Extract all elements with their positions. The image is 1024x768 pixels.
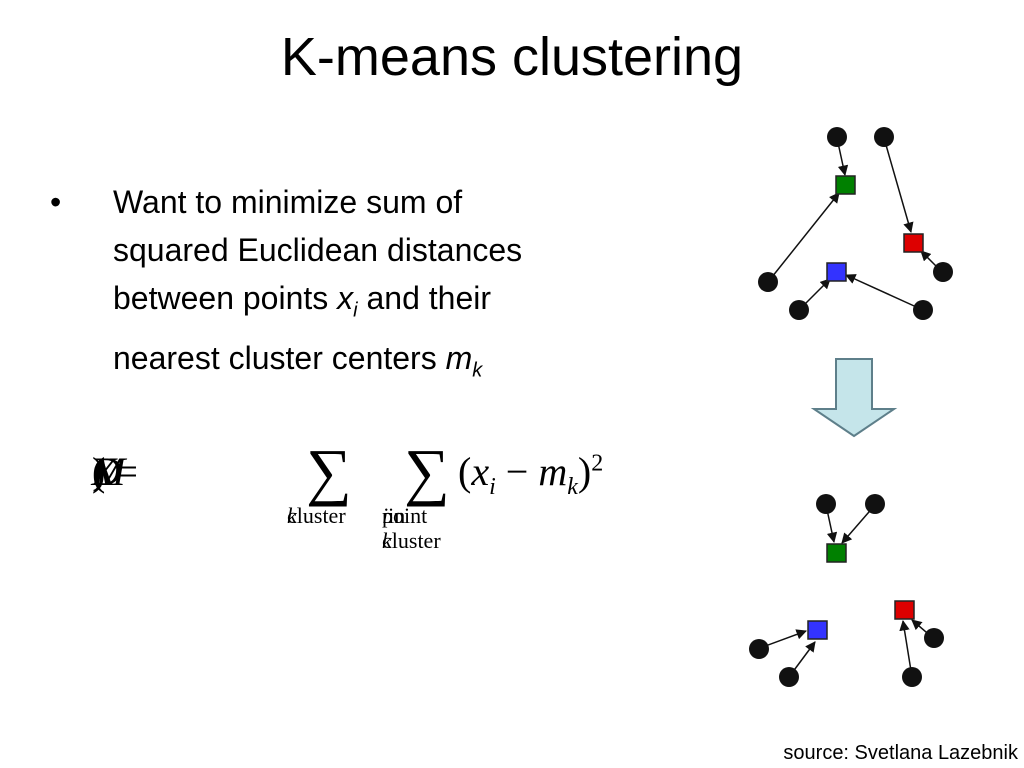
bullet-text: Want to minimize sum of squared Euclidea… bbox=[113, 178, 613, 395]
assign-line bbox=[845, 274, 924, 311]
sub-k: k bbox=[472, 359, 483, 382]
sum-symbol-clusters: ∑ bbox=[306, 436, 352, 507]
sum-symbol-points: ∑ bbox=[404, 436, 450, 507]
bullet-line-1: Want to minimize sum of bbox=[113, 184, 463, 220]
slide-title: K-means clustering bbox=[280, 27, 744, 87]
data-point bbox=[789, 300, 809, 320]
bullet-line-2: squared Euclidean distances bbox=[113, 232, 523, 268]
red-center bbox=[894, 600, 915, 620]
data-point bbox=[874, 127, 894, 147]
assign-line bbox=[767, 192, 840, 283]
down-arrow-icon bbox=[810, 358, 898, 438]
assign-line bbox=[883, 137, 914, 234]
bullet-line-4: nearest cluster centers mk bbox=[113, 334, 613, 394]
red-center bbox=[903, 233, 924, 253]
sum1-subscript: cluster k bbox=[287, 503, 346, 528]
sub-i: i bbox=[353, 299, 358, 322]
assignment-lines-after bbox=[759, 504, 934, 678]
cluster-centers-after bbox=[807, 543, 915, 640]
formula-term: (xi − mk)2 bbox=[458, 449, 604, 500]
bullet-symbol: • bbox=[50, 184, 62, 220]
var-m: mk bbox=[445, 340, 483, 382]
data-point bbox=[779, 667, 799, 687]
data-point bbox=[865, 494, 885, 514]
data-point bbox=[902, 667, 922, 687]
blue-center bbox=[826, 262, 847, 282]
bullet-line-3: between points xi and their bbox=[113, 274, 613, 334]
green-center bbox=[826, 543, 847, 563]
data-point bbox=[913, 300, 933, 320]
source-credit: source: Svetlana Lazebnik bbox=[783, 742, 1018, 764]
var-x: xi bbox=[337, 280, 358, 322]
data-point bbox=[933, 262, 953, 282]
bullet-line-4a: nearest cluster centers bbox=[113, 340, 446, 377]
green-center bbox=[835, 175, 856, 195]
data-point bbox=[749, 639, 769, 659]
cluster-centers-before bbox=[826, 175, 924, 282]
sum2-subscript-line1: point i in bbox=[382, 503, 428, 528]
data-points-after bbox=[749, 494, 944, 687]
bullet-line-3b: and their bbox=[366, 280, 492, 316]
data-point bbox=[924, 628, 944, 648]
data-point bbox=[816, 494, 836, 514]
data-point bbox=[827, 127, 847, 147]
assignment-lines-before bbox=[767, 137, 943, 311]
data-points-before bbox=[758, 127, 953, 320]
blue-center bbox=[807, 620, 828, 640]
sum2-subscript-line2: cluster k bbox=[382, 528, 441, 553]
bullet-line-3a: between points bbox=[113, 280, 338, 316]
data-point bbox=[758, 272, 778, 292]
